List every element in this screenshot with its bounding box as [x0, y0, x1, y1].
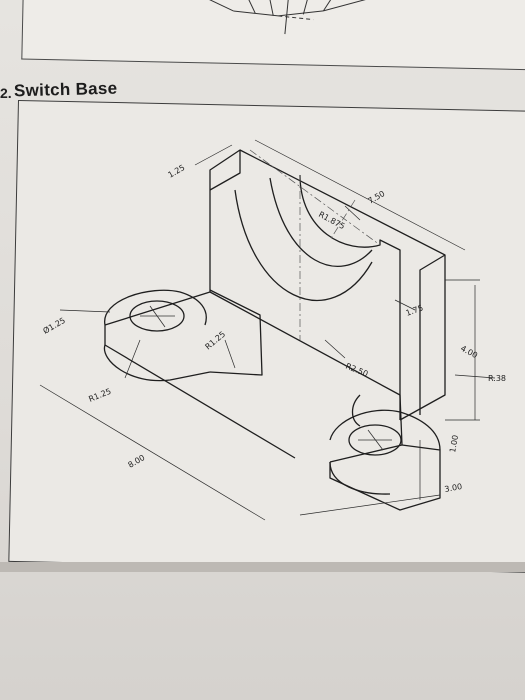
exercise-number: 2.: [0, 85, 12, 101]
dim-base-width: 3.00: [444, 482, 463, 494]
dim-fillet-radius: R1.25: [204, 330, 228, 352]
previous-figure-sketch: [193, 0, 379, 35]
dim-slot-width: 1.75: [405, 303, 425, 318]
dim-hole-diameter: Ø1.25: [41, 315, 67, 336]
dim-lug-radius: R1.25: [87, 387, 112, 404]
dim-top-width: 1.25: [167, 163, 187, 180]
page-bottom-edge: [0, 562, 525, 572]
left-hole: [129, 300, 185, 332]
dim-arc-inner-radius: R1.875: [317, 210, 346, 231]
dim-total-length: 8.00: [127, 453, 147, 470]
dim-height: 4.00: [459, 344, 479, 360]
dim-total-depth: 7.50: [367, 189, 387, 206]
dim-base-thickness: 1.00: [448, 434, 460, 453]
dim-arc-outer-radius: R2.50: [344, 362, 369, 379]
dim-corner-radius: R.38: [488, 374, 506, 383]
previous-figure-frame: [21, 0, 525, 71]
exercise-heading: 2. Switch Base: [0, 76, 200, 102]
right-hole: [348, 424, 402, 456]
